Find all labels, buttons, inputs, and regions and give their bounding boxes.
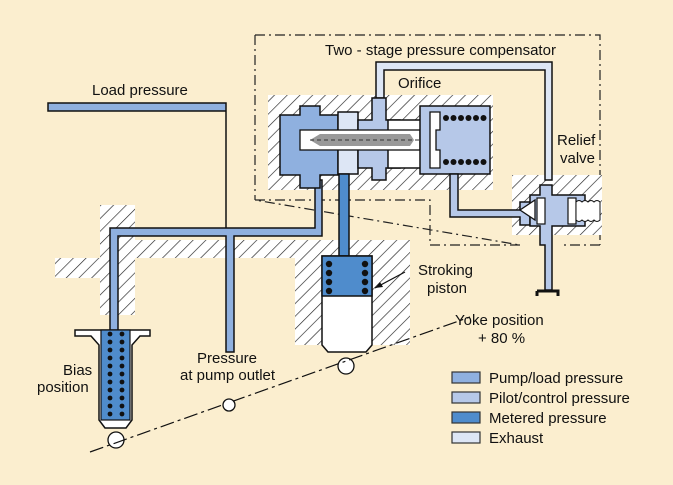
spring-coil-dot bbox=[119, 387, 125, 393]
relief-label-2: valve bbox=[560, 150, 595, 167]
spring-coil-dot bbox=[458, 115, 464, 121]
legend-label: Metered pressure bbox=[489, 410, 607, 427]
legend-swatch bbox=[451, 391, 481, 404]
spring-coil-dot bbox=[450, 115, 457, 121]
spring-coil-dot bbox=[107, 339, 113, 345]
spring-coil-dot bbox=[480, 115, 487, 121]
bias-label-1: Bias bbox=[63, 362, 92, 379]
spring-coil-dot bbox=[119, 395, 125, 401]
yoke-pivot bbox=[222, 398, 236, 412]
stroking-label-2: piston bbox=[427, 280, 467, 297]
compensator-boundary bbox=[254, 34, 601, 246]
spring-coil-dot bbox=[119, 363, 125, 369]
spring-coil-dot bbox=[107, 387, 113, 393]
spring-coil-dot bbox=[107, 411, 113, 417]
spring-coil-dot bbox=[107, 371, 113, 377]
legend-label: Pump/load pressure bbox=[489, 370, 623, 387]
spring-coil-dot bbox=[443, 159, 449, 165]
spring-coil-dot bbox=[107, 355, 113, 361]
spring-coil-dot bbox=[480, 159, 487, 165]
legend-label: Pilot/control pressure bbox=[489, 390, 630, 407]
orifice-label: Orifice bbox=[398, 75, 441, 92]
bias-label-2: position bbox=[37, 379, 89, 396]
spring-coil-dot bbox=[107, 403, 113, 409]
spring-coil-dot bbox=[119, 403, 125, 409]
spring-coil-dot bbox=[458, 159, 464, 165]
spring-coil-dot bbox=[107, 331, 113, 337]
spring-coil-dot bbox=[361, 287, 369, 295]
compensator-spool bbox=[279, 97, 447, 189]
spring-coil-dot bbox=[119, 339, 125, 345]
spring-coil-dot bbox=[107, 379, 113, 385]
spring-coil-dot bbox=[107, 363, 113, 369]
relief-label-1: Relief bbox=[557, 132, 596, 149]
yoke-label-1: Yoke position bbox=[455, 312, 544, 329]
spring-coil-dot bbox=[361, 260, 369, 268]
spring-coil-dot bbox=[119, 347, 125, 353]
spring-coil-dot bbox=[107, 347, 113, 353]
spring-coil-dot bbox=[325, 287, 333, 295]
spring-coil-dot bbox=[465, 115, 472, 121]
pilot-line-loop bbox=[375, 61, 553, 181]
yoke-centerline bbox=[89, 316, 471, 453]
bias-piston bbox=[74, 329, 151, 449]
pump-outlet-label-1: Pressure bbox=[197, 350, 257, 367]
legend-swatch bbox=[451, 431, 481, 444]
stroking-label-1: Stroking bbox=[418, 262, 473, 279]
spring-coil-dot bbox=[325, 260, 333, 268]
load-pressure-label: Load pressure bbox=[92, 82, 188, 99]
spring-coil-dot bbox=[119, 355, 125, 361]
compensator-label: Two - stage pressure compensator bbox=[325, 42, 556, 59]
spring-coil-dot bbox=[361, 278, 369, 286]
spring-coil-dot bbox=[465, 159, 472, 165]
stroking-piston bbox=[321, 173, 406, 375]
spring-coil-dot bbox=[119, 331, 125, 337]
legend-swatch bbox=[451, 371, 481, 384]
spring-coil-dot bbox=[119, 411, 125, 417]
spring-coil-dot bbox=[325, 269, 333, 277]
spring-coil-dot bbox=[107, 395, 113, 401]
spring-coil-dot bbox=[450, 159, 457, 165]
legend-label: Exhaust bbox=[489, 430, 544, 447]
load-pressure-line bbox=[47, 102, 323, 353]
spring-coil-dot bbox=[119, 371, 125, 377]
spring-coil-dot bbox=[473, 115, 479, 121]
pump-outlet-label-2: at pump outlet bbox=[180, 367, 276, 384]
relief-valve bbox=[518, 184, 601, 296]
spring-chamber bbox=[419, 105, 531, 226]
spring-coil-dot bbox=[119, 379, 125, 385]
yoke-label-2: + 80 % bbox=[478, 330, 525, 347]
legend-swatch bbox=[451, 411, 481, 424]
spring-coil-dot bbox=[473, 159, 479, 165]
spring-coil-dot bbox=[443, 115, 449, 121]
spring-coil-dot bbox=[361, 269, 369, 277]
spring-coil-dot bbox=[325, 278, 333, 286]
